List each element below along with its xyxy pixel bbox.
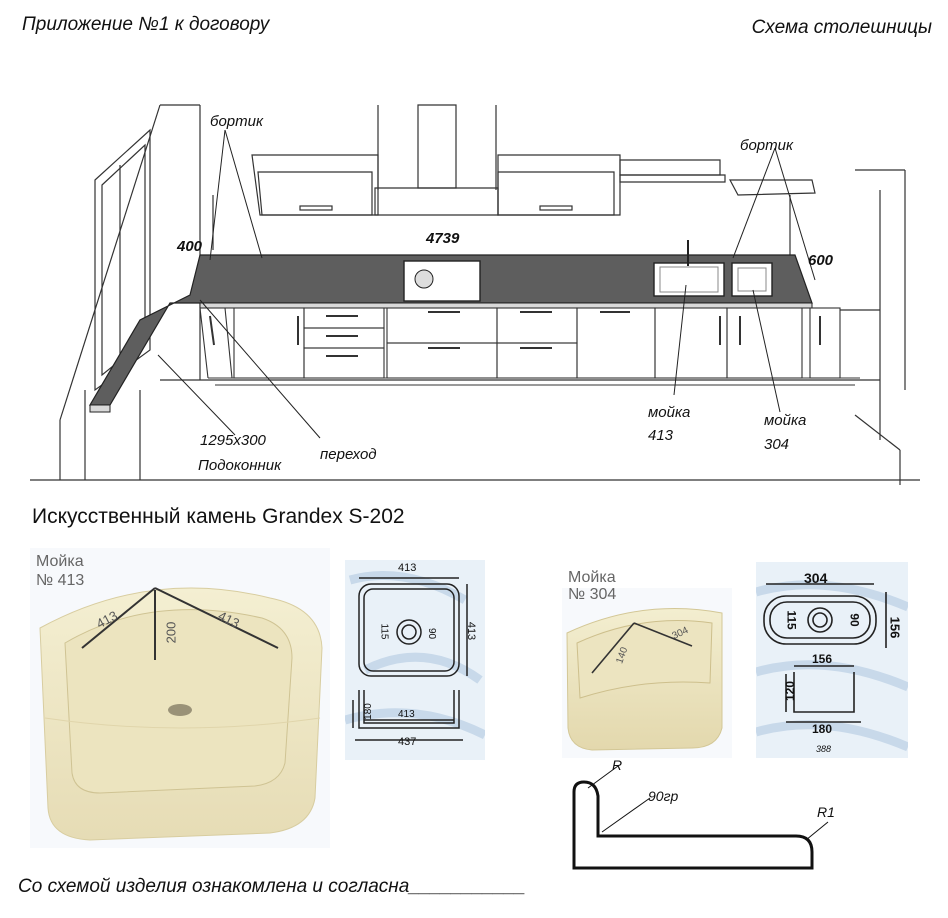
profile-label-r1: R1 — [817, 804, 835, 820]
sink-413-photo — [30, 548, 330, 848]
sink-413-side-outer: 437 — [398, 736, 417, 748]
label-transition: переход — [320, 446, 377, 463]
sink-413-photo-dim-h: 200 — [163, 621, 179, 644]
label-bortik-right: бортик — [740, 137, 794, 154]
sink-304-photo — [562, 588, 732, 758]
label-sink1-num: 413 — [648, 427, 674, 444]
header-right: Схема столешницы — [751, 17, 932, 38]
sink-304-caption-1: Мойка — [568, 569, 616, 586]
sink-413-top-depth: 413 — [465, 621, 478, 641]
dimension-main: 4739 — [426, 230, 460, 247]
label-sill-name: Подоконник — [198, 457, 282, 474]
sink-413-drawing — [345, 560, 485, 760]
sink-413-caption-1: Мойка — [36, 553, 84, 570]
material-title: Искусственный камень Grandex S-202 — [32, 505, 405, 528]
label-bortik-left: бортик — [210, 113, 264, 130]
label-sink2-name: мойка — [764, 412, 807, 429]
dimension-left: 400 — [177, 238, 203, 255]
sink-413-top-width: 413 — [398, 562, 417, 574]
label-sink2-num: 304 — [764, 436, 790, 453]
profile-label-angle: 90гр — [648, 788, 679, 804]
sink-304-caption-2: № 304 — [568, 586, 617, 603]
sink-413-drain-b: 90 — [426, 627, 438, 640]
sink-413-side-height: 180 — [362, 703, 374, 720]
label-sill-size: 1295x300 — [200, 432, 266, 449]
sink-304-top-width: 304 — [804, 570, 828, 586]
sink-304-drawing — [756, 562, 908, 758]
footer-agreement: Со схемой изделия ознакомлена и согласна… — [18, 876, 526, 897]
sink-304-side-bottom: 180 — [812, 722, 833, 736]
sink-304-top-depth: 156 — [887, 616, 903, 639]
edge-profile-drawing — [572, 765, 829, 870]
sink-413-drain-a: 115 — [378, 623, 390, 640]
header-left: Приложение №1 к договору — [22, 14, 270, 35]
sink-304-side-extra: 388 — [816, 744, 832, 754]
sink-304-side-height: 120 — [783, 680, 798, 702]
sink-304-drain-b: 90 — [847, 613, 862, 627]
sink-304-side-top: 156 — [812, 652, 833, 666]
kitchen-drawing — [30, 104, 920, 485]
label-sink1-name: мойка — [648, 404, 691, 421]
profile-label-r: R — [612, 757, 623, 773]
sink-413-side-inner: 413 — [398, 709, 415, 720]
dimension-right: 600 — [808, 252, 834, 269]
sink-304-drain-a: 115 — [784, 610, 799, 630]
sink-413-caption-2: № 413 — [36, 572, 85, 589]
